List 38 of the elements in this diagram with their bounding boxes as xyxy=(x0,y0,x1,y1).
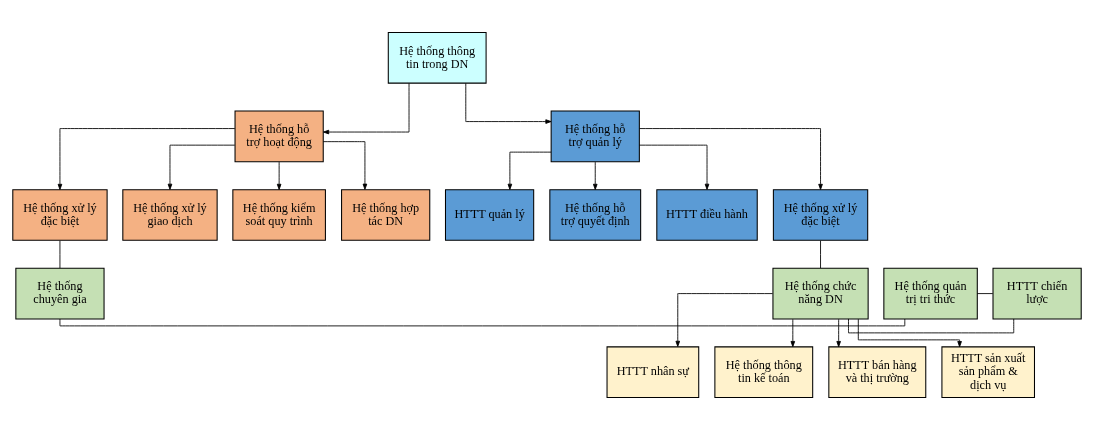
arrow xyxy=(465,82,552,124)
node-box: Hệ thống xử lý giao dịch xyxy=(122,188,218,241)
node-box: Hệ thống thông tin trong DN xyxy=(387,31,487,84)
connector xyxy=(976,292,994,294)
node-box: HTTT nhân sự xyxy=(606,345,700,398)
node-box: Hệ thống thông tin kế toán xyxy=(714,345,814,398)
arrow xyxy=(790,318,796,347)
arrow xyxy=(57,127,236,190)
node-box: HTTT điều hành xyxy=(656,188,758,241)
connector xyxy=(59,239,61,268)
arrow xyxy=(276,161,282,190)
node-box: Hệ thống hỗ trợ hoạt động xyxy=(234,110,324,162)
node-box: Hệ thống hỗ trợ quyết định xyxy=(549,188,642,241)
arrow xyxy=(592,161,598,190)
arrow xyxy=(836,318,841,347)
node-box: Hệ thống xử lý đặc biệt xyxy=(772,188,869,241)
arrow xyxy=(323,82,410,134)
arrow xyxy=(167,144,236,190)
arrow xyxy=(675,292,774,347)
node-box: Hệ thống kiểm soát quy trình xyxy=(232,188,326,241)
connector xyxy=(59,318,906,326)
node-box: Hệ thống hợp tác DN xyxy=(341,188,431,241)
node-box: HTTT sản xuất sản phẩm & dịch vụ xyxy=(941,345,1035,398)
arrow xyxy=(507,151,552,190)
node-box: HTTT chiến lược xyxy=(992,267,1082,319)
arrow xyxy=(639,127,823,190)
node-box: Hệ thống chức năng DN xyxy=(772,267,869,319)
node-box: HTTT bán hàng và thị trường xyxy=(828,345,927,398)
node-box: Hệ thống quản trị tri thức xyxy=(883,267,978,319)
connector xyxy=(820,239,821,268)
connector xyxy=(848,318,1015,333)
arrow xyxy=(857,318,962,347)
arrow xyxy=(322,140,368,190)
node-box: HTTT quản lý xyxy=(444,188,535,241)
node-box: Hệ thống xử lý đặc biệt xyxy=(12,188,108,241)
node-box: Hệ thống hỗ trợ quản lý xyxy=(550,110,640,162)
arrow xyxy=(639,144,710,190)
node-box: Hệ thống chuyên gia xyxy=(15,267,105,319)
